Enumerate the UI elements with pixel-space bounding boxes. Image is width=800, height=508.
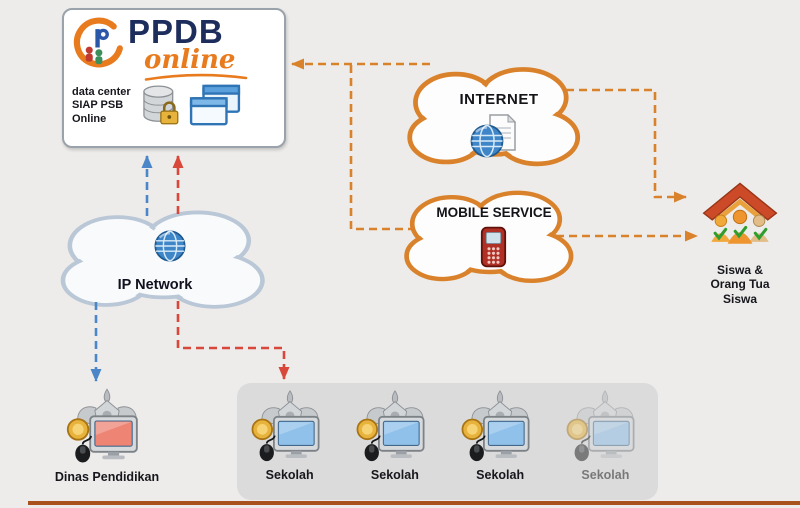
caption-line-2: SIAP PSB [72, 99, 124, 112]
sekolah-computer-icon [459, 390, 541, 466]
online-underline-swoosh [144, 74, 248, 82]
sekolah-node-2: Sekolah [349, 390, 441, 482]
sekolah-computer-icon [354, 390, 436, 466]
sekolah-label: Sekolah [581, 468, 630, 482]
windows-icon [189, 85, 240, 126]
siswa-label-line1: Siswa & [716, 263, 764, 277]
sekolah-group: Sekolah Sekolah Sekolah Sekolah [237, 383, 658, 500]
internet-cloud: INTERNET [403, 60, 595, 178]
datacenter-detail-row: data center SIAP PSB Online [64, 82, 284, 130]
mobile-service-label: MOBILE SERVICE [436, 205, 552, 220]
internet-label: INTERNET [459, 91, 539, 108]
mobile-phone-icon [480, 226, 507, 268]
caption-line-3: Online [72, 113, 107, 126]
siswa-node: Siswa & Orang Tua Siswa [694, 180, 786, 306]
sekolah-label: Sekolah [476, 468, 525, 482]
sekolah-label: Sekolah [370, 468, 419, 482]
siap-swirl-icon [73, 17, 123, 68]
dinas-computer-icon [65, 388, 149, 468]
sekolah-node-1: Sekolah [244, 390, 336, 482]
dinas-label: Dinas Pendidikan [54, 470, 160, 484]
datacenter-caption: data center SIAP PSB Online [72, 86, 131, 127]
sekolah-computer-icon [564, 390, 646, 466]
ip-network-label: IP Network [117, 277, 193, 293]
ppdb-logo: PPDB online [64, 10, 284, 82]
ppdb-wordmark: PPDB [128, 13, 224, 50]
ip-network-cloud: IP Network [55, 203, 283, 321]
siswa-label-line2: Orang Tua Siswa [710, 277, 770, 306]
globe-icon [153, 229, 187, 263]
caption-line-1: data center [72, 85, 131, 98]
globe-document-icon [470, 114, 517, 158]
sekolah-node-3: Sekolah [454, 390, 546, 482]
siswa-label: Siswa & Orang Tua Siswa [694, 263, 786, 306]
sekolah-node-4: Sekolah [559, 390, 651, 482]
mobile-service-cloud: MOBILE SERVICE [400, 184, 588, 294]
online-wordmark: online [144, 45, 236, 76]
baseline-divider [28, 501, 800, 505]
ppdb-wordmark-group: PPDB online [128, 13, 248, 82]
house-people-icon [702, 182, 778, 244]
datacenter-node: PPDB online data center SIAP PSB Online [62, 8, 286, 148]
database-lock-icon [142, 85, 179, 125]
sekolah-label: Sekolah [265, 468, 314, 482]
dinas-pendidikan-node: Dinas Pendidikan [52, 388, 162, 484]
sekolah-computer-icon [249, 390, 331, 466]
